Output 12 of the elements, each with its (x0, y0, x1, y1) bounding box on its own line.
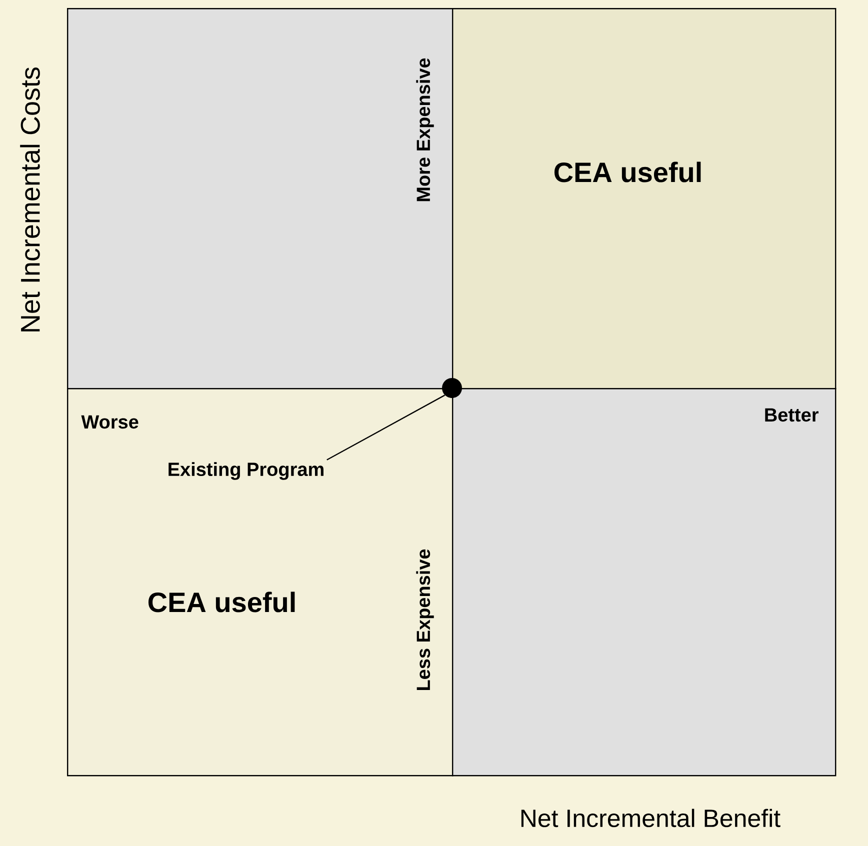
quadrant-box (452, 388, 836, 776)
dot (442, 378, 462, 398)
axis-end-label: Better (765, 408, 818, 422)
axis-end-label: Less Expensive (416, 549, 434, 690)
leader-line (326, 394, 446, 460)
quadrant-box: CEA useful (452, 8, 836, 390)
axis-title: Net Incremental Costs (20, 67, 40, 332)
callout-text: Existing Program (168, 462, 324, 480)
axis-end-label: More Expensive (416, 58, 434, 202)
axis-title: Net Incremental Benefit (521, 808, 780, 828)
axis-end-label: Worse (81, 415, 138, 429)
quadrant-box (67, 8, 454, 390)
